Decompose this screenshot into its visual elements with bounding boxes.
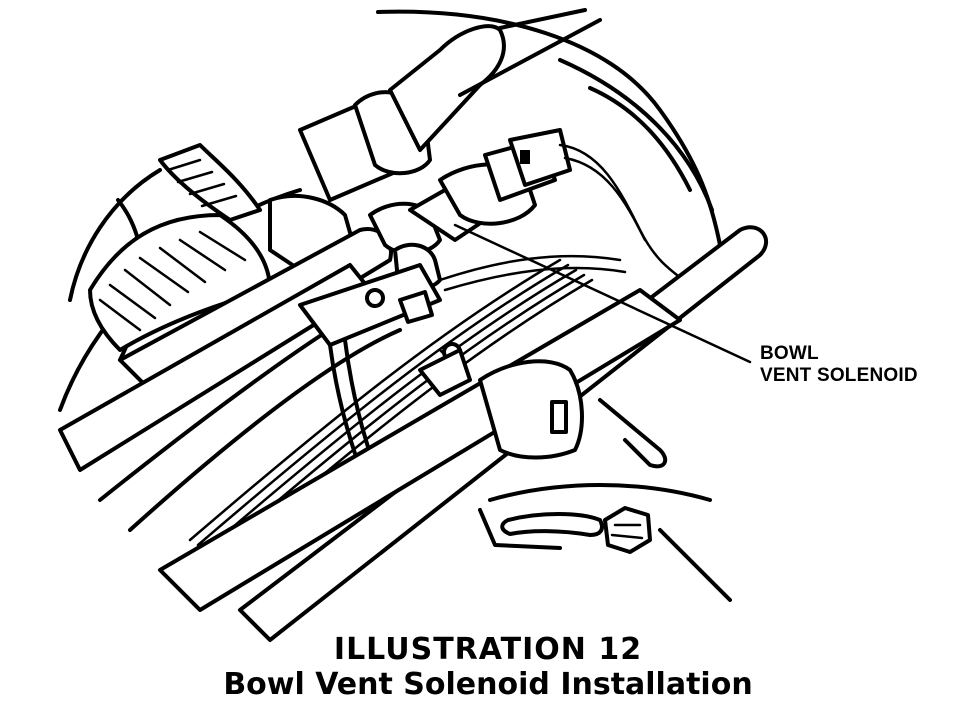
callout-leader (453, 223, 752, 364)
callout-line-2: VENT SOLENOID (760, 365, 918, 386)
callout-line-1: BOWL (760, 343, 819, 364)
figure-title: ILLUSTRATION 12 (333, 632, 643, 667)
upper-tube (298, 8, 602, 202)
corrugated-hose (88, 143, 272, 352)
bowl-vent-solenoid (438, 128, 692, 287)
wire-harness (188, 254, 627, 562)
lower-bracket (478, 398, 732, 602)
lower-tube (158, 225, 768, 642)
figure-subtitle: Bowl Vent Solenoid Installation (223, 667, 753, 702)
bowl-vent-solenoid-callout: BOWL VENT SOLENOID (760, 343, 918, 387)
